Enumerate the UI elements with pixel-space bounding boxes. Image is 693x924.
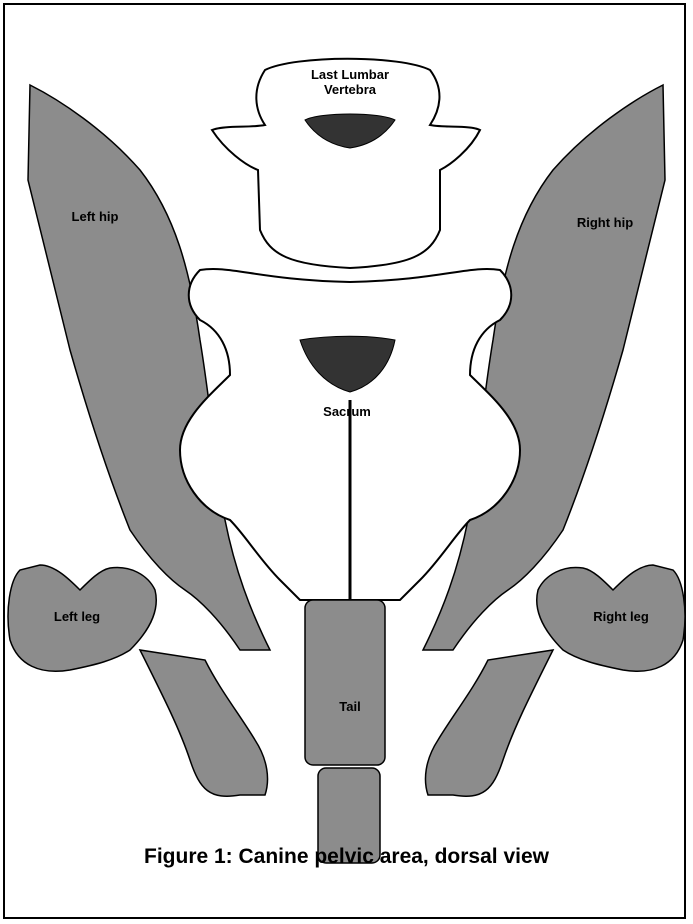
last-lumbar-line2: Vertebra [324, 82, 376, 97]
last-lumbar-line1: Last Lumbar [311, 67, 389, 82]
left-hip-label: Left hip [72, 210, 119, 225]
right-leg-label: Right leg [593, 610, 649, 625]
last-lumbar-label: Last Lumbar Vertebra [311, 68, 389, 98]
tail-segment-1 [305, 600, 385, 765]
left-leg-label: Left leg [54, 610, 100, 625]
right-lower-bone [425, 650, 553, 796]
figure-caption: Figure 1: Canine pelvic area, dorsal vie… [0, 845, 693, 869]
sacrum-label: Sacrum [323, 405, 371, 420]
right-hip-label: Right hip [577, 216, 633, 231]
tail-label: Tail [339, 700, 360, 715]
left-lower-bone [140, 650, 268, 796]
